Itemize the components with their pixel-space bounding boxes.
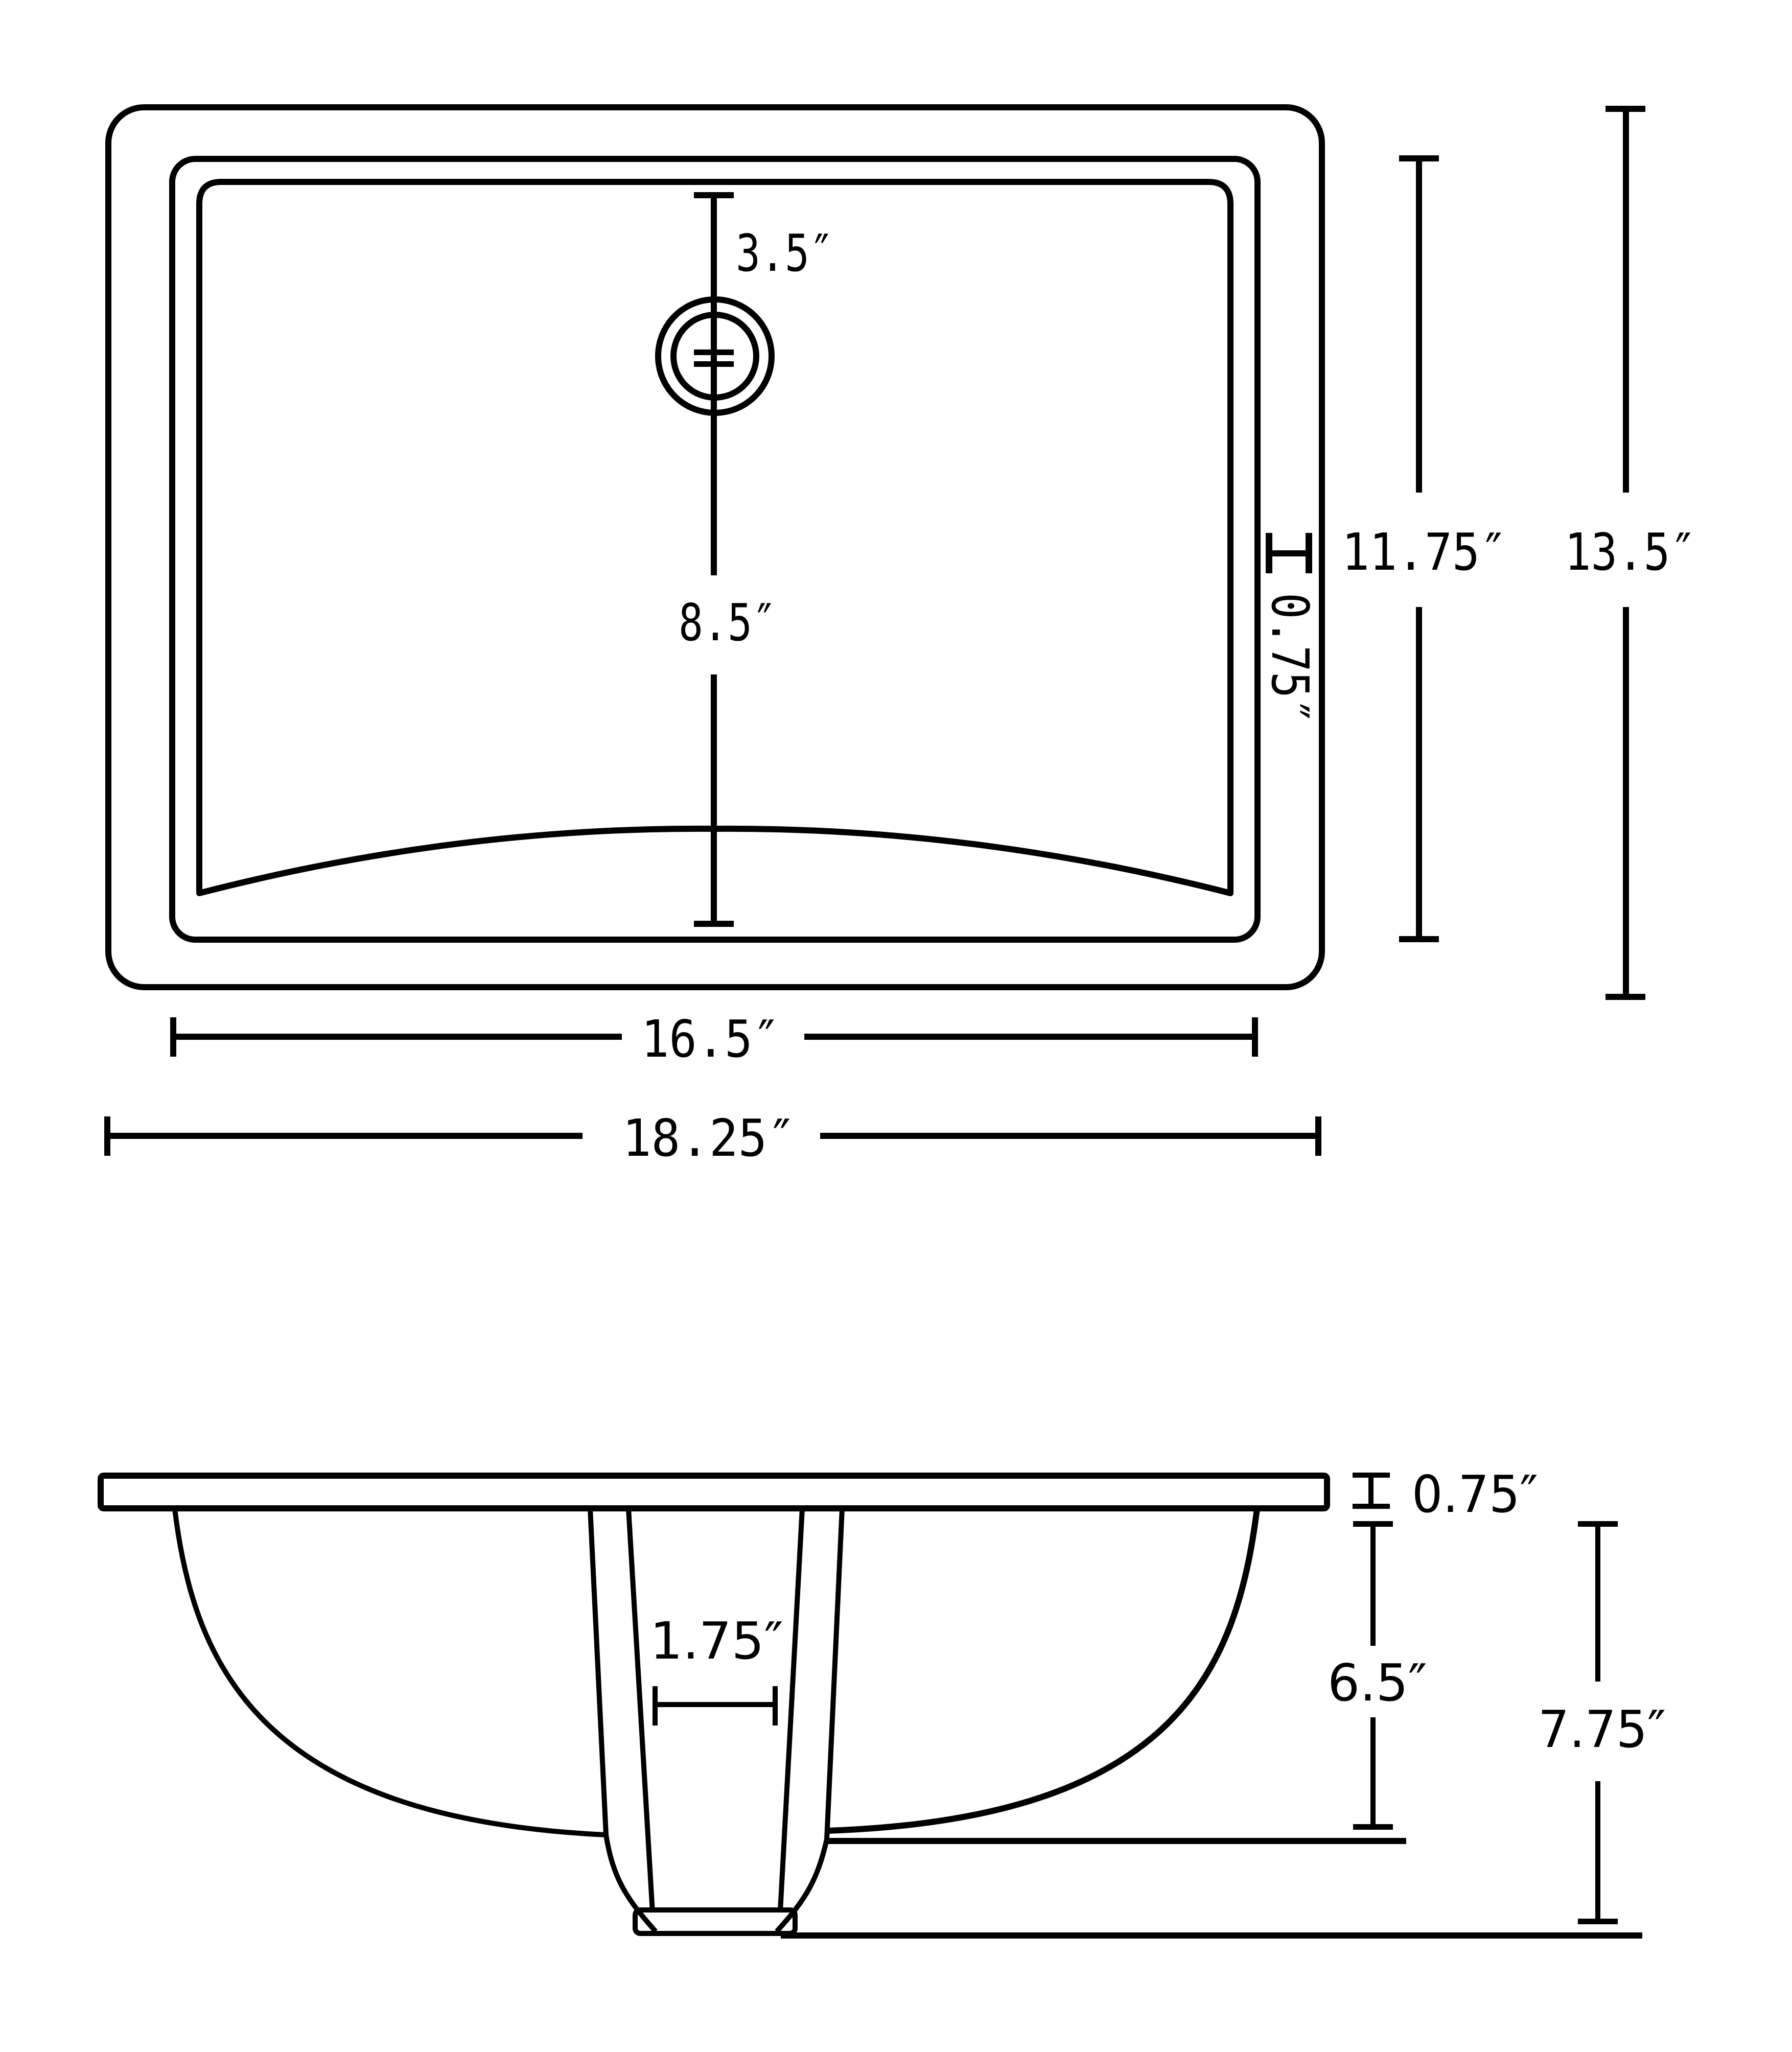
side-view: 1.75″ 0.75″ 6.5″ 7.75″ (98, 1464, 1666, 1939)
bowl-depth-side-label: 6.5″ (1328, 1653, 1427, 1713)
outer-rim-outline (105, 104, 1325, 990)
drain-foot (633, 1907, 798, 1936)
drain-to-front-label: 8.5″ (679, 593, 777, 652)
bowl-opening-outline (169, 156, 1261, 943)
bowl-width-dimension (170, 1017, 1258, 1057)
bowl-depth-label: 11.75″ (1342, 522, 1507, 582)
rim-thickness-label: 0.75″ (1412, 1464, 1538, 1524)
rim-slab (98, 1473, 1330, 1511)
bowl-right-curve (826, 1508, 1260, 1834)
drain-pipe-inner-right (778, 1508, 805, 1911)
bowl-depth-dimension (1399, 155, 1439, 942)
rim-width-label: 0.75″ (1260, 593, 1320, 725)
drain-pipe-inner-left (626, 1508, 655, 1913)
drain-diameter-label: 1.75″ (650, 1611, 783, 1671)
bowl-width-label: 16.5″ (641, 1009, 780, 1069)
rim-thickness-dimension (1353, 1473, 1390, 1509)
drain-diameter-dimension (653, 1686, 778, 1725)
bowl-depth-side-dimension (826, 1521, 1406, 1844)
drain-position-dimension (694, 192, 734, 927)
overall-height-label: 7.75″ (1538, 1699, 1666, 1759)
drain-offset-label: 3.5″ (736, 223, 834, 283)
rim-width-marker (1266, 533, 1312, 573)
drain-pipe-outer-left (588, 1508, 658, 1933)
drain-pipe-outer-right (775, 1508, 845, 1933)
overall-width-dimension (104, 1116, 1321, 1156)
top-view: 3.5″ 8.5″ 0.75″ 11.75″ 13.5″ (104, 104, 1696, 1168)
overall-depth-dimension (1605, 106, 1645, 1000)
overall-width-label: 18.25″ (622, 1108, 796, 1168)
basin-outline (196, 179, 1234, 896)
overall-depth-label: 13.5″ (1565, 522, 1696, 582)
bowl-left-curve (172, 1508, 607, 1837)
overall-height-dimension (781, 1521, 1642, 1939)
